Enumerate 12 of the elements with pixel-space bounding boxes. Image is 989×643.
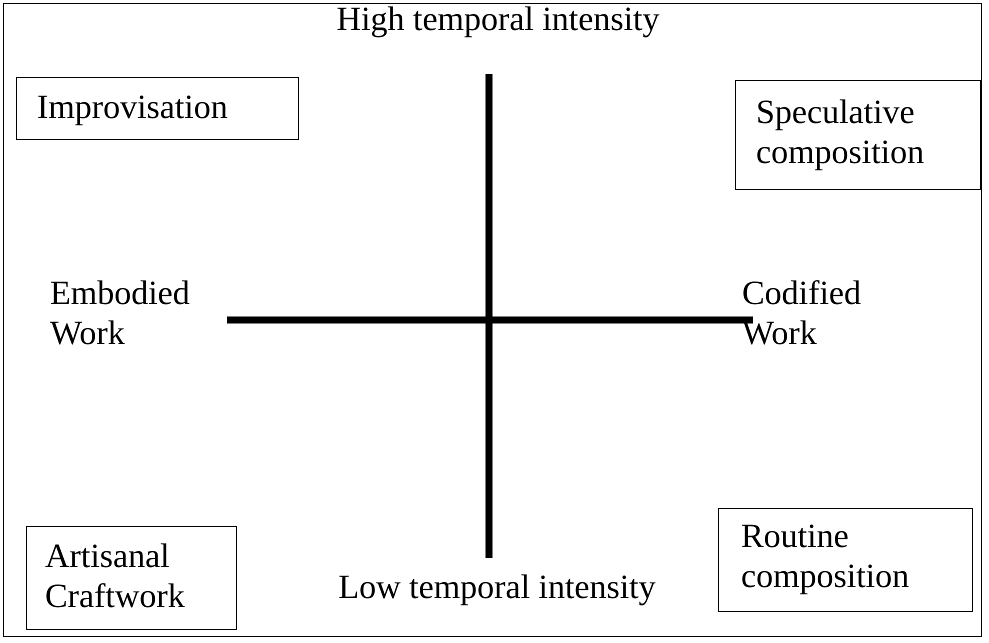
quadrant-box	[26, 526, 237, 630]
box-label: Speculative composition	[756, 93, 926, 174]
axis-label: Low temporal intensity	[337, 568, 657, 608]
axis-label: Codified Work	[742, 274, 862, 354]
quadrant-box	[735, 80, 981, 190]
axis-label: Embodied Work	[50, 274, 191, 354]
box-label: Routine composition	[741, 517, 910, 598]
box-label: Improvisation	[37, 88, 229, 128]
box-label: Artisanal Craftwork	[45, 537, 186, 618]
axis-label: High temporal intensity	[336, 0, 660, 40]
quadrant-box	[16, 77, 299, 140]
quadrant-box	[718, 508, 973, 612]
